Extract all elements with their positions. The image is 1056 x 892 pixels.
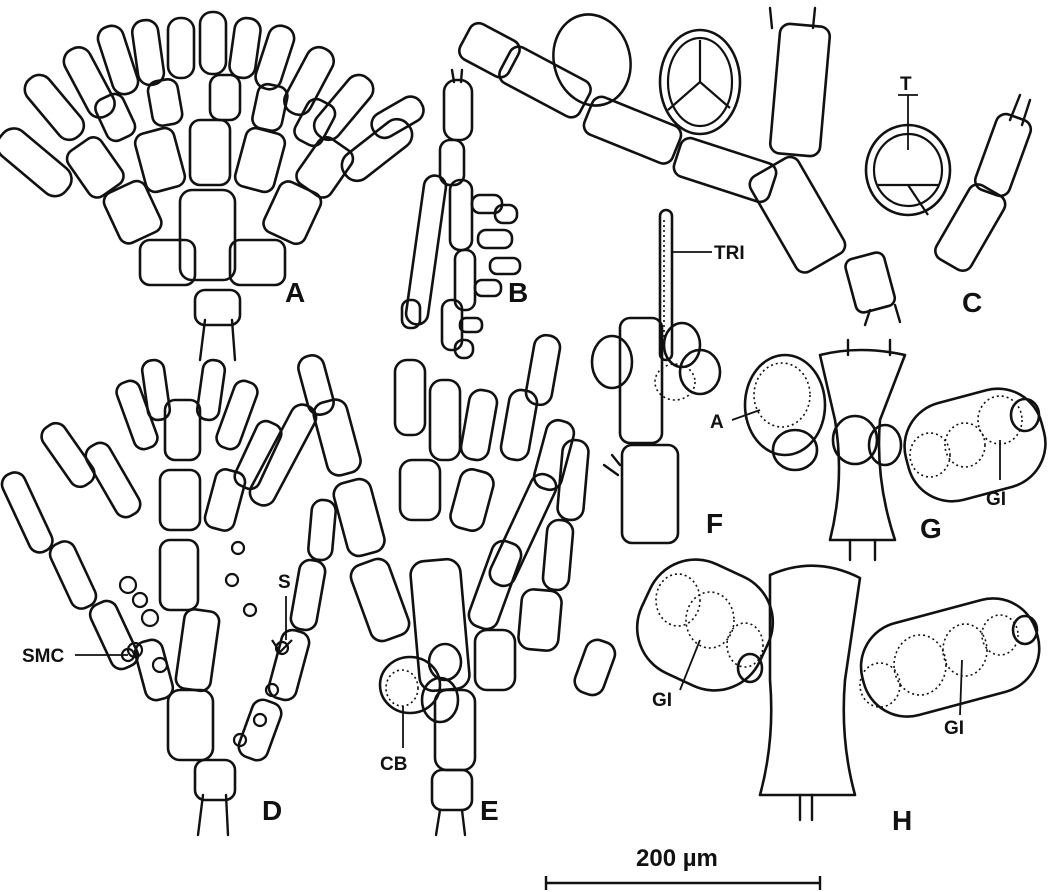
label-gi-h-left: GI — [652, 690, 672, 711]
panel-e-drawing — [296, 333, 619, 835]
panel-label-g: G — [920, 513, 942, 544]
panel-label-h: H — [892, 805, 912, 836]
label-smc: SMC — [22, 646, 65, 667]
scale-bar-label: 200 µm — [636, 845, 718, 872]
panel-label-c: C — [962, 287, 982, 318]
panel-b-drawing — [402, 70, 520, 358]
scale-bar: 200 µm — [546, 845, 820, 890]
panel-f-drawing — [592, 210, 720, 543]
label-tri: TRI — [714, 243, 745, 264]
label-cb: CB — [380, 754, 407, 775]
label-s: S — [278, 572, 291, 593]
label-a: A — [710, 412, 724, 433]
panel-c-drawing — [456, 6, 1034, 325]
panel-label-f: F — [706, 508, 723, 539]
panel-g-drawing — [732, 340, 1056, 560]
label-gi-g: GI — [986, 489, 1006, 510]
panel-a-drawing — [0, 12, 428, 360]
panel-label-d: D — [262, 795, 282, 826]
panel-label-b: B — [508, 277, 528, 308]
label-t: T — [900, 74, 912, 95]
panel-label-a: A — [285, 277, 305, 308]
panel-h-drawing — [621, 543, 1050, 820]
panel-d-drawing — [0, 359, 337, 835]
panel-label-e: E — [480, 795, 499, 826]
label-gi-h-right: GI — [944, 718, 964, 739]
